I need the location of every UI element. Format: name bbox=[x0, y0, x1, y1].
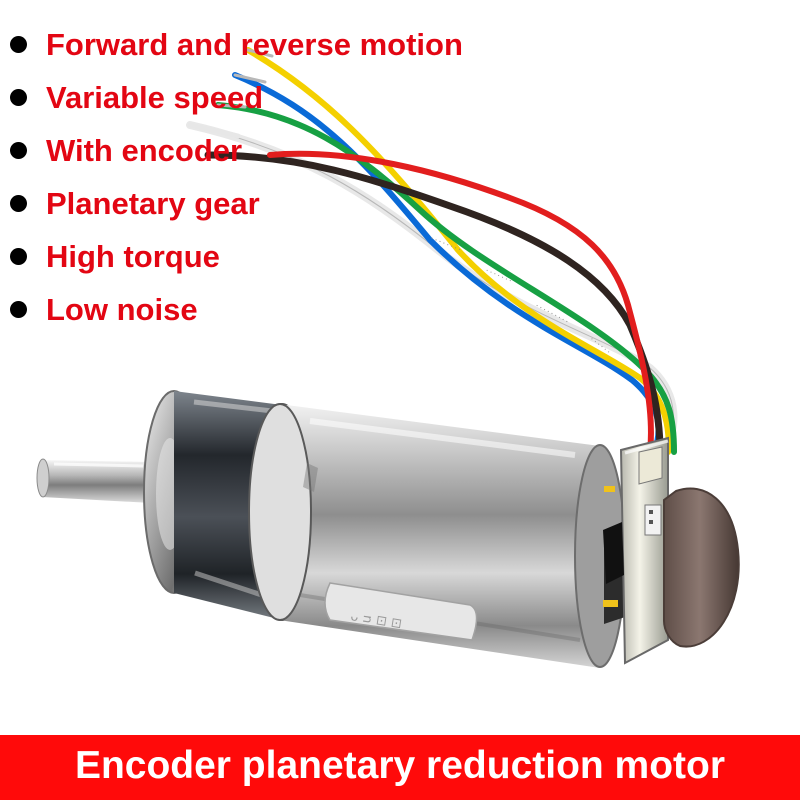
feature-text: Planetary gear bbox=[46, 186, 260, 221]
motor-shaft bbox=[36, 458, 151, 503]
feature-text: High torque bbox=[46, 239, 220, 274]
feature-text: Forward and reverse motion bbox=[46, 27, 463, 62]
feature-item: Variable speed bbox=[10, 71, 463, 124]
black-circle-bullet-icon bbox=[10, 142, 27, 159]
motor-body: ᴗ ᴝ ⊡ ⊡ bbox=[248, 403, 626, 668]
feature-list: Forward and reverse motion Variable spee… bbox=[10, 18, 463, 336]
black-circle-bullet-icon bbox=[10, 36, 27, 53]
black-circle-bullet-icon bbox=[10, 301, 27, 318]
feature-item: Forward and reverse motion bbox=[10, 18, 463, 71]
feature-item: With encoder bbox=[10, 124, 463, 177]
feature-item: Planetary gear bbox=[10, 177, 463, 230]
feature-text: Low noise bbox=[46, 292, 198, 327]
black-circle-bullet-icon bbox=[10, 248, 27, 265]
motor-wires bbox=[186, 47, 678, 456]
product-title-banner: Encoder planetary reduction motor bbox=[0, 735, 800, 800]
encoder-assembly bbox=[603, 436, 740, 665]
feature-item: High torque bbox=[10, 230, 463, 283]
feature-text: With encoder bbox=[46, 133, 243, 168]
feature-text: Variable speed bbox=[46, 80, 264, 115]
black-circle-bullet-icon bbox=[10, 195, 27, 212]
black-circle-bullet-icon bbox=[10, 89, 27, 106]
product-title: Encoder planetary reduction motor bbox=[74, 744, 726, 787]
feature-item: Low noise bbox=[10, 283, 463, 336]
